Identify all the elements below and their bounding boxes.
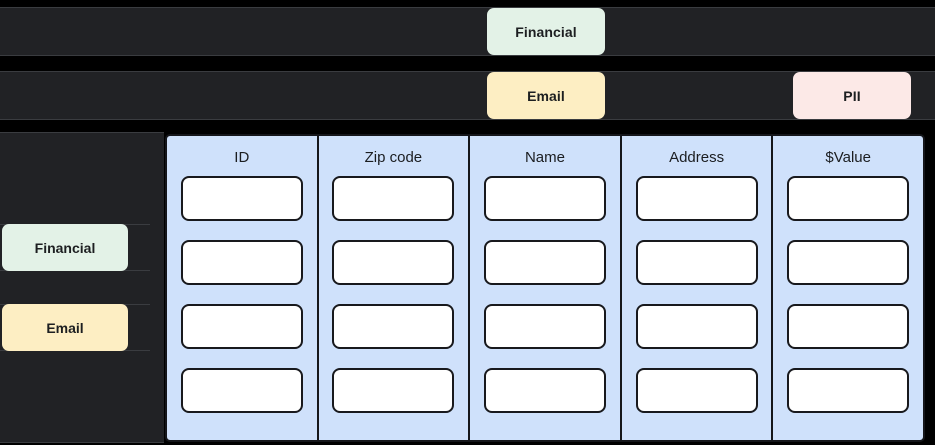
table-cell[interactable] bbox=[332, 176, 455, 221]
table-cell[interactable] bbox=[635, 304, 758, 349]
table-cell[interactable] bbox=[483, 240, 606, 285]
column-cells-id bbox=[167, 176, 317, 440]
table-cell[interactable] bbox=[787, 240, 910, 285]
table-cell[interactable] bbox=[635, 240, 758, 285]
tag-pii-top[interactable]: PII bbox=[793, 72, 911, 119]
table-cell[interactable] bbox=[332, 240, 455, 285]
table-column-address: Address bbox=[622, 136, 774, 440]
table-column-name: Name bbox=[470, 136, 622, 440]
column-cells-address bbox=[622, 176, 772, 440]
table-cell[interactable] bbox=[635, 176, 758, 221]
column-header-name: Name bbox=[524, 149, 565, 166]
column-cells-value bbox=[773, 176, 923, 440]
table-cell[interactable] bbox=[180, 176, 303, 221]
sidebar-panel bbox=[0, 132, 164, 443]
table-column-zip-code: Zip code bbox=[319, 136, 471, 440]
column-cells-name bbox=[470, 176, 620, 440]
table-cell[interactable] bbox=[483, 368, 606, 413]
tag-financial-top[interactable]: Financial bbox=[487, 8, 605, 55]
table-cell[interactable] bbox=[332, 368, 455, 413]
table-column-id: ID bbox=[167, 136, 319, 440]
tag-email-top[interactable]: Email bbox=[487, 72, 605, 119]
table-cell[interactable] bbox=[483, 176, 606, 221]
column-header-id: ID bbox=[234, 149, 250, 166]
classification-bar-row-1 bbox=[0, 7, 935, 56]
table-cell[interactable] bbox=[180, 304, 303, 349]
data-table: ID Zip code Name bbox=[165, 134, 925, 442]
column-cells-zip-code bbox=[319, 176, 469, 440]
table-cell[interactable] bbox=[787, 368, 910, 413]
sidebar-item-email[interactable]: Email bbox=[2, 304, 128, 351]
table-cell[interactable] bbox=[787, 176, 910, 221]
table-cell[interactable] bbox=[635, 368, 758, 413]
table-cell[interactable] bbox=[483, 304, 606, 349]
sidebar-item-financial[interactable]: Financial bbox=[2, 224, 128, 271]
table-cell[interactable] bbox=[332, 304, 455, 349]
classification-bar-row-2 bbox=[0, 71, 935, 120]
table-column-value: $Value bbox=[773, 136, 923, 440]
table-cell[interactable] bbox=[180, 240, 303, 285]
table-cell[interactable] bbox=[787, 304, 910, 349]
column-header-address: Address bbox=[669, 149, 725, 166]
column-header-value: $Value bbox=[825, 149, 871, 166]
column-header-zip-code: Zip code bbox=[364, 149, 423, 166]
table-cell[interactable] bbox=[180, 368, 303, 413]
